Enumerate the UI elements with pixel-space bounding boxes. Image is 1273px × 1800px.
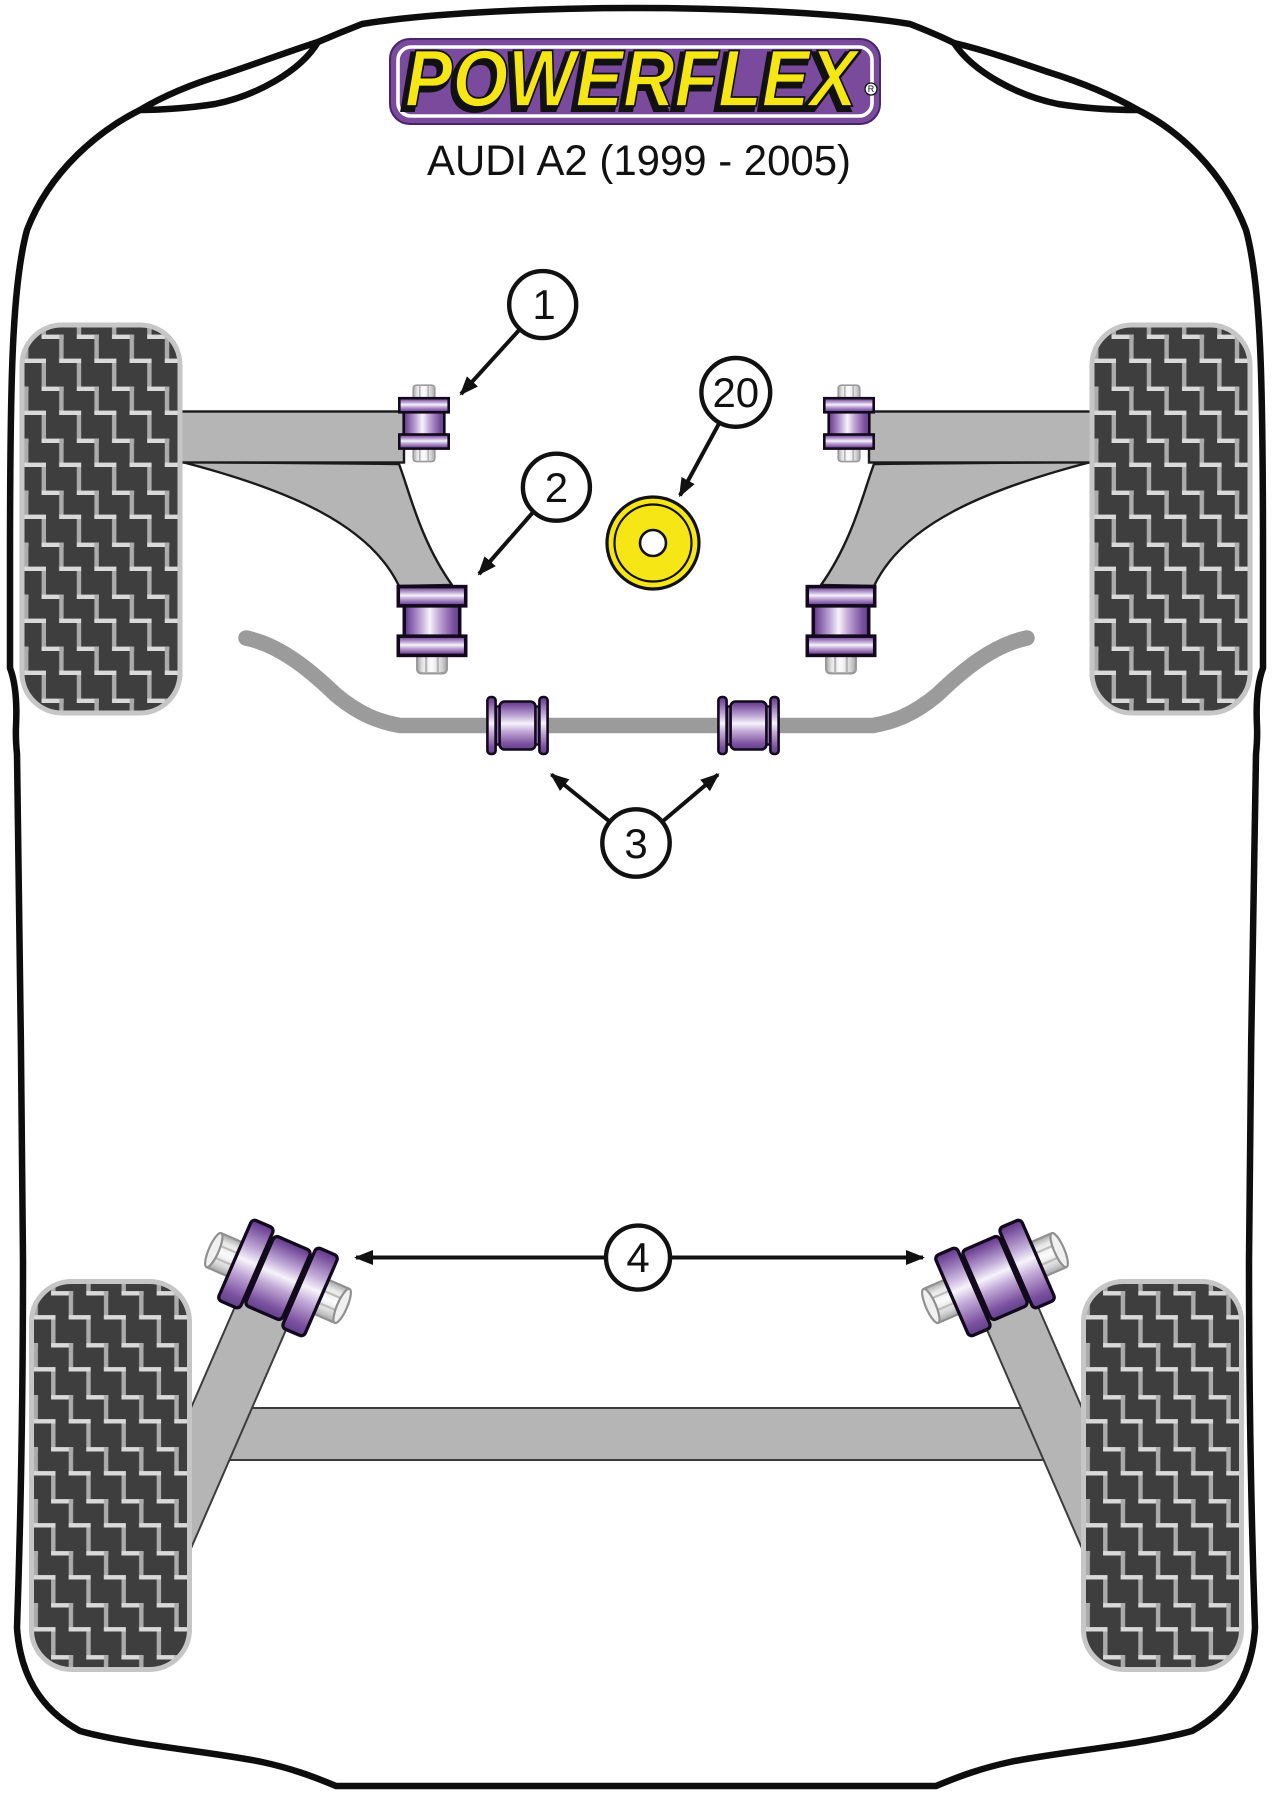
svg-text:POWERFLEX: POWERFLEX — [402, 38, 858, 128]
svg-text:AUDI A2 (1999 - 2005): AUDI A2 (1999 - 2005) — [427, 138, 851, 185]
svg-text:POWERFLEX: POWERFLEX — [405, 34, 861, 124]
svg-text:1: 1 — [532, 281, 555, 328]
svg-text:R: R — [868, 84, 875, 94]
svg-text:2: 2 — [545, 464, 568, 511]
svg-text:20: 20 — [712, 369, 759, 416]
svg-text:3: 3 — [624, 820, 647, 867]
svg-text:4: 4 — [626, 1234, 649, 1281]
